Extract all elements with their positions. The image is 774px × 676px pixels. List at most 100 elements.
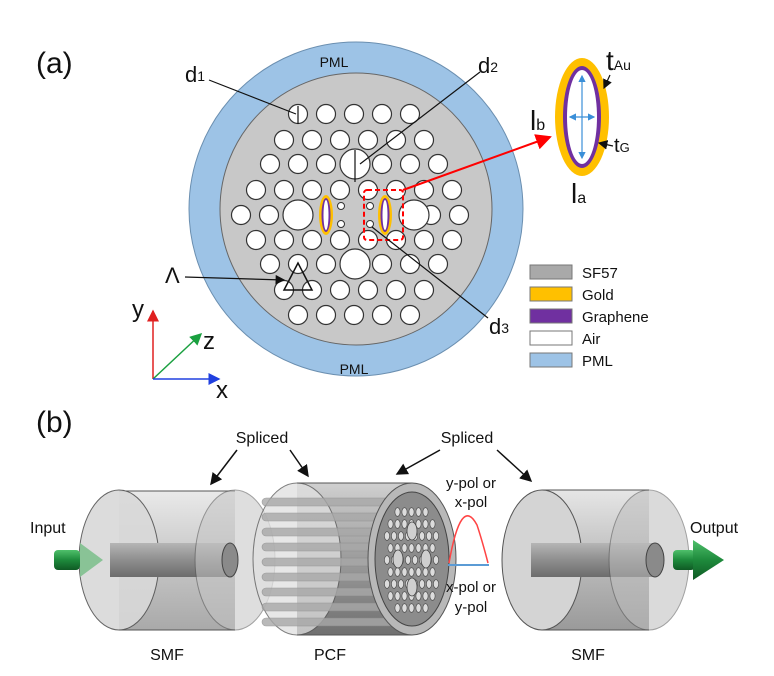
- air-hole: [273, 229, 295, 251]
- smf-right-label: SMF: [571, 647, 605, 664]
- air-hole: [448, 204, 470, 226]
- pcf-end-hole: [408, 507, 415, 517]
- spliced-right-label: Spliced: [441, 430, 493, 447]
- pcf-end-hole: [394, 567, 401, 577]
- pcf-end-hole: [433, 579, 439, 589]
- zoom-callout-arrow: [402, 134, 552, 191]
- air-hole: [371, 304, 393, 326]
- air-holes: [230, 103, 470, 326]
- pcf-end-hole: [419, 579, 425, 589]
- air-hole: [357, 279, 379, 301]
- pcf-end-hole: [415, 507, 422, 517]
- right-metal-channel: [378, 195, 392, 235]
- air-hole: [343, 103, 365, 125]
- pcf-end-hole: [415, 519, 422, 529]
- air-hole: [385, 129, 407, 151]
- legend-swatch: [529, 264, 573, 280]
- large-air-hole: [339, 248, 371, 280]
- air-hole: [427, 153, 449, 175]
- fiber-cross-section: [188, 41, 552, 377]
- pitch-label: Λ: [165, 263, 180, 288]
- d2-label: d2: [478, 53, 498, 78]
- pml-bottom-label: PML: [340, 361, 369, 377]
- air-hole: [413, 179, 435, 201]
- pol-bottom-line-2: y-pol: [455, 599, 488, 616]
- pcf-cylinder: [252, 482, 457, 636]
- z-axis-label: z: [203, 328, 215, 355]
- pcf-end-hole: [422, 591, 429, 601]
- air-hole: [301, 129, 323, 151]
- pcf-end-hole: [422, 567, 429, 577]
- x-axis-label: x: [216, 377, 228, 404]
- pcf-end-large-hole: [392, 549, 404, 569]
- tG-label: tG: [614, 135, 630, 157]
- pcf-end-hole: [419, 531, 425, 541]
- air-hole: [273, 129, 295, 151]
- pcf-end-hole: [429, 567, 436, 577]
- air-hole: [441, 229, 463, 251]
- pcf-end-hole: [394, 519, 401, 529]
- pcf-end-hole: [422, 603, 429, 613]
- tAu-label: tAu: [606, 45, 631, 76]
- air-hole: [329, 129, 351, 151]
- pcf-end-hole: [415, 591, 422, 601]
- d1-label: d1: [185, 62, 205, 87]
- air-hole: [287, 153, 309, 175]
- pcf-end-hole: [384, 531, 390, 541]
- pcf-end-hole: [398, 531, 404, 541]
- d2-leader: [359, 71, 481, 165]
- pcf-end-hole: [408, 543, 415, 553]
- pcf-end-hole: [415, 567, 422, 577]
- air-hole: [399, 304, 421, 326]
- pcf-end-hole: [429, 591, 436, 601]
- tG-leader: [597, 140, 614, 150]
- air-hole: [427, 253, 449, 275]
- small-air-hole: [366, 202, 374, 210]
- input-arrow: [54, 543, 103, 577]
- pcf-end-hole: [387, 519, 394, 529]
- air-hole: [245, 229, 267, 251]
- air-hole: [301, 229, 323, 251]
- input-label: Input: [30, 520, 66, 537]
- pcf-end-hole: [426, 531, 432, 541]
- air-hole: [371, 253, 393, 275]
- large-air-hole: [282, 199, 314, 231]
- air-hole: [371, 153, 393, 175]
- air-hole: [329, 179, 351, 201]
- pcf-end-hole: [401, 603, 408, 613]
- pcf-end-hole: [401, 543, 408, 553]
- legend-label: PML: [582, 353, 613, 370]
- pcf-end-hole: [387, 543, 394, 553]
- legend-label: Gold: [582, 287, 614, 304]
- pcf-end-hole: [426, 579, 432, 589]
- pcf-end-hole: [408, 603, 415, 613]
- air-hole: [273, 179, 295, 201]
- pcf-end-hole: [408, 567, 415, 577]
- legend-label: Air: [582, 331, 600, 348]
- left-metal-channel: [319, 195, 333, 235]
- pcf-end-hole: [394, 603, 401, 613]
- air-hole: [259, 253, 281, 275]
- output-label: Output: [690, 520, 739, 537]
- pol-bottom-line-1: x-pol or: [446, 579, 496, 596]
- air-hole: [357, 129, 379, 151]
- panel-a-label: (a): [36, 47, 73, 80]
- pcf-end-hole: [387, 567, 394, 577]
- pcf-end-hole: [415, 543, 422, 553]
- d3-leader: [371, 226, 489, 319]
- pcf-end-face-holes: [384, 507, 439, 613]
- air-hole: [399, 103, 421, 125]
- air-hole: [399, 153, 421, 175]
- pcf-end-hole: [433, 555, 439, 565]
- pcf-end-hole: [387, 591, 394, 601]
- legend-swatch: [529, 308, 573, 324]
- spliced-arrow-1: [210, 449, 238, 486]
- d3-label: d3: [489, 314, 509, 339]
- pcf-end-hole: [401, 519, 408, 529]
- air-hole: [371, 103, 393, 125]
- air-hole: [259, 153, 281, 175]
- pcf-end-hole: [384, 555, 390, 565]
- d1-leader: [208, 79, 297, 115]
- air-hole: [315, 304, 337, 326]
